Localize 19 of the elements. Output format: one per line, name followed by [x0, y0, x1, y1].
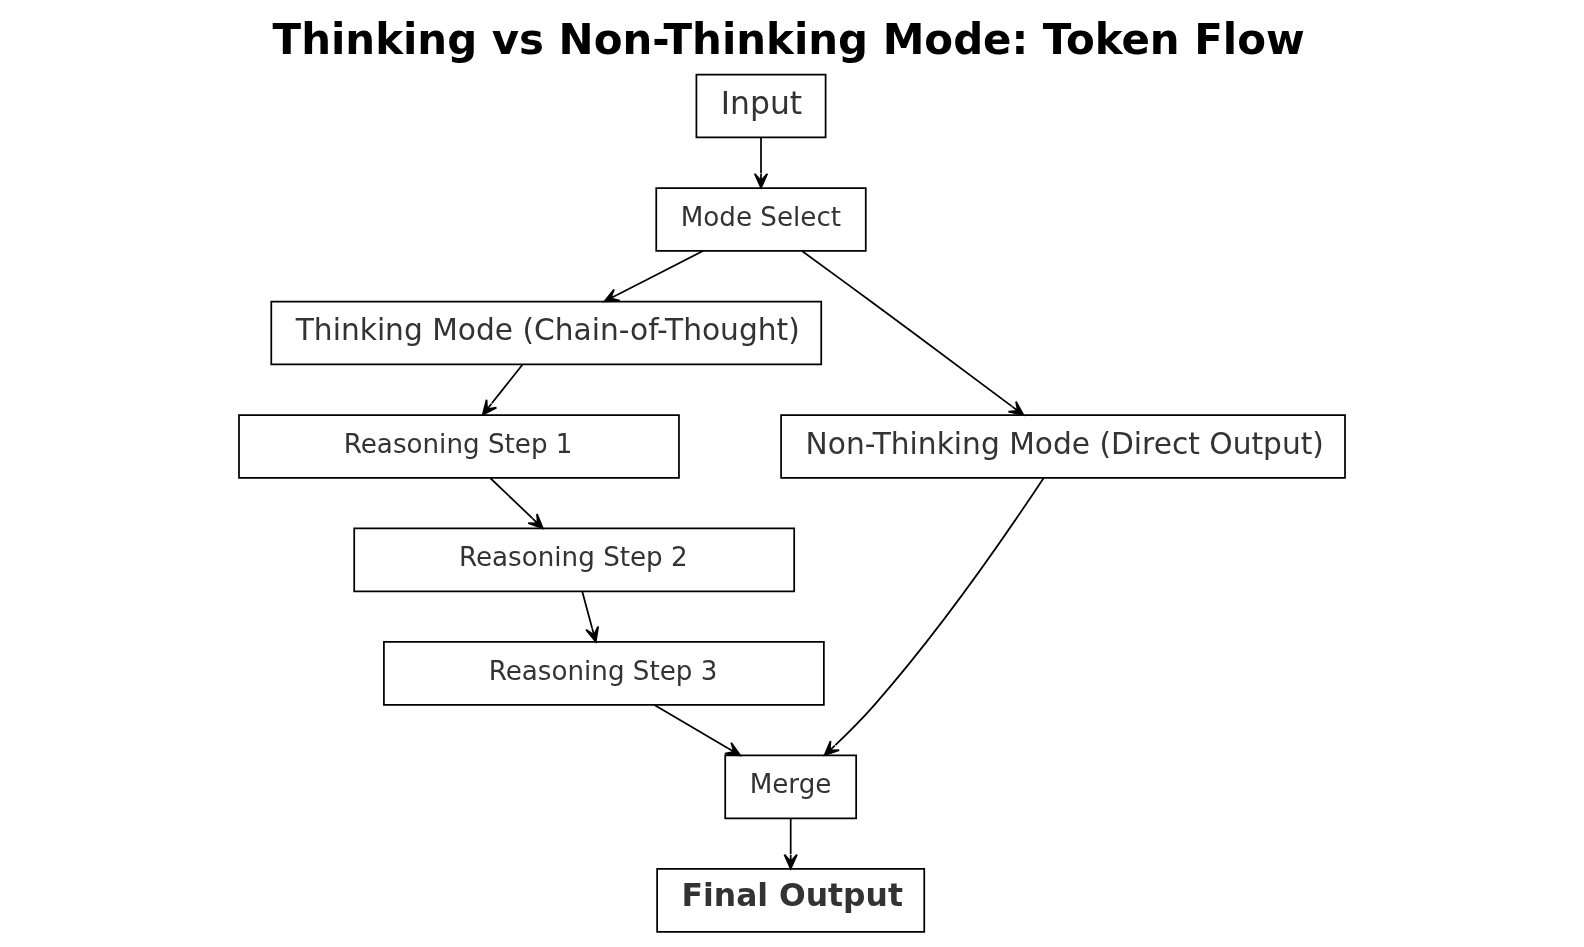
arrow	[653, 704, 741, 757]
arrow	[801, 250, 1025, 416]
arrow	[823, 477, 1045, 756]
node-box: Mode Select	[655, 187, 867, 252]
node-box: Reasoning Step 1	[238, 414, 680, 479]
diagram-title: Thinking vs Non-Thinking Mode: Token Flow	[272, 14, 1305, 64]
arrow	[603, 250, 704, 303]
arrow	[783, 817, 798, 870]
node-box: Final Output	[656, 868, 926, 933]
arrow	[753, 136, 769, 189]
node-box: Thinking Mode (Chain-of-Thought)	[270, 300, 823, 366]
node-box: Reasoning Step 2	[353, 527, 796, 593]
node-box: Reasoning Step 3	[383, 641, 825, 706]
node-box: Non-Thinking Mode (Direct Output)	[780, 414, 1346, 479]
node-box: Merge	[724, 754, 858, 820]
node-box: Input	[695, 73, 827, 139]
arrow	[581, 590, 600, 643]
arrow	[481, 363, 524, 416]
arrow	[489, 477, 544, 530]
